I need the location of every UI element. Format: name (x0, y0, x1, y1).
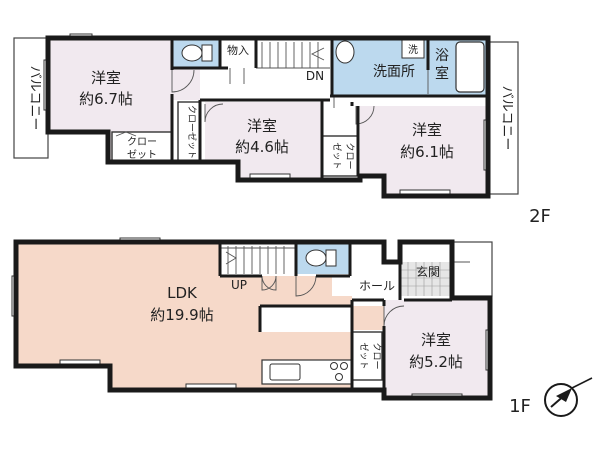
bath-label-1: 浴 (435, 48, 449, 64)
closet-a-label-2: ゼット (127, 149, 157, 161)
doors-2f (171, 68, 429, 125)
room-western-d-size: 約5.2帖 (409, 353, 463, 371)
toilet-2f-tank (201, 44, 213, 62)
inner-walls-2f (170, 38, 488, 180)
closet-d-label-1: ゼット (358, 342, 370, 369)
storage-2f (220, 38, 256, 68)
room-ldk (16, 242, 384, 388)
balcony-left-label: バルコニー (27, 66, 42, 131)
washroom-label: 洗面所 (373, 64, 415, 80)
compass-north-icon (544, 377, 593, 417)
room-western-c-name: 洋室 (412, 121, 442, 139)
closet-b-label: クローゼット (186, 105, 198, 159)
entrance-label: 玄関 (416, 264, 440, 279)
closet-d-label-2: クロー (371, 342, 382, 369)
walls-1f (13, 239, 493, 401)
room-western-d (384, 300, 490, 398)
room-western-b-name: 洋室 (247, 117, 277, 135)
room-ldk-size: 約19.9帖 (150, 306, 213, 324)
hall-label: ホール (359, 279, 395, 293)
stove-burners (330, 362, 348, 381)
staircase-2f (256, 42, 330, 69)
toilet-1f-tank (325, 249, 337, 267)
room-western-b (205, 102, 322, 178)
room-western-d-name: 洋室 (421, 331, 451, 349)
balcony-right (487, 41, 519, 195)
entrance-tiles (400, 262, 452, 296)
room-western-a-name: 洋室 (91, 69, 121, 87)
stair-down-label: DN (306, 69, 324, 83)
toilet-2f-fixture (181, 44, 203, 62)
storage-label: 物入 (227, 43, 249, 57)
labels-2f: 洋室 約6.7帖 洋室 約4.6帖 洋室 約6.1帖 物入 洗面所 洗 浴 室 … (27, 43, 551, 227)
closet-d (351, 331, 383, 381)
bathtub (455, 41, 485, 93)
walls-2f (45, 35, 491, 199)
balcony-left (13, 37, 49, 159)
room-ldk-name: LDK (167, 284, 198, 302)
closet-a-label-1: クロー (127, 136, 157, 148)
washbasin-2f (335, 40, 355, 64)
stair-up-label: UP (231, 278, 247, 292)
toilet-1f-fixture (305, 249, 327, 267)
floor-label-1f: 1F (509, 396, 531, 417)
room-western-c-size: 約6.1帖 (400, 143, 454, 161)
closet-c-label-2: クロー (344, 142, 355, 169)
closet-c-label-1: ゼット (331, 142, 343, 169)
lower-floor: LDK 約19.9帖 洋室 約5.2帖 ホール 玄関 UP ゼット クロー 1F (11, 237, 593, 417)
entrance-area (400, 262, 452, 296)
balcony-right-label: バルコニー (499, 86, 514, 151)
bath-label-2: 室 (435, 65, 449, 82)
kitchen-sink (269, 363, 301, 381)
room-western-b-size: 約4.6帖 (235, 138, 289, 156)
washer-label: 洗 (408, 44, 418, 56)
room-western-a-size: 約6.7帖 (79, 90, 133, 108)
upper-floor: 洋室 約6.7帖 洋室 約4.6帖 洋室 約6.1帖 物入 洗面所 洗 浴 室 … (13, 33, 551, 227)
room-western-c (360, 106, 488, 194)
doors-1f (261, 261, 470, 327)
staircase-1f (220, 246, 296, 274)
floor-label-2f: 2F (529, 206, 551, 227)
labels-1f: LDK 約19.9帖 洋室 約5.2帖 ホール 玄関 UP ゼット クロー 1F (150, 264, 531, 417)
porch (451, 241, 493, 297)
inner-walls-1f (218, 242, 452, 398)
